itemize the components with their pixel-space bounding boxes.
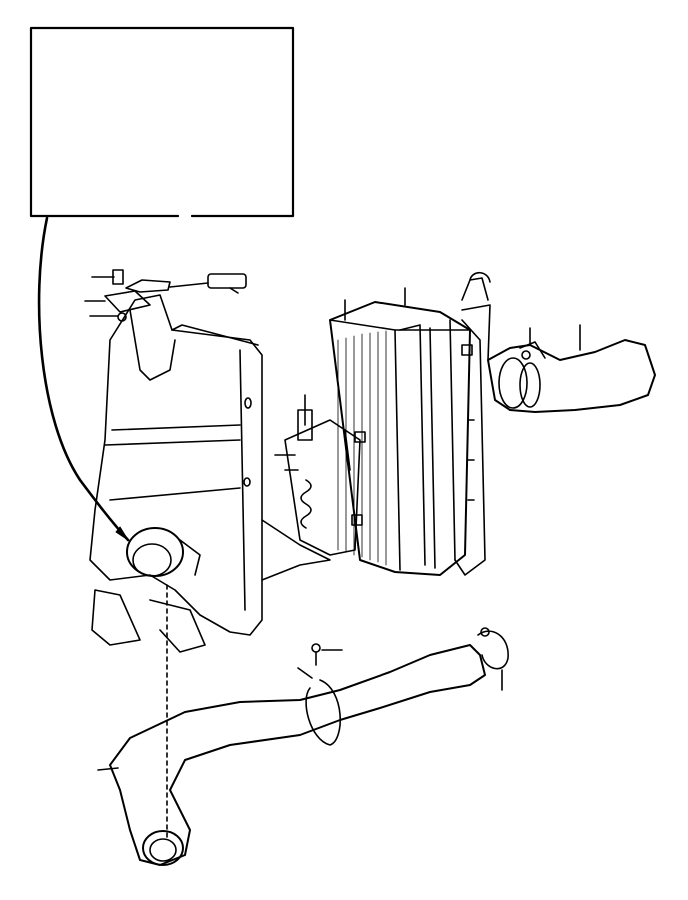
intake-duct-lower	[97, 584, 486, 866]
intake-hose-upper	[487, 324, 656, 413]
inset-detail-box	[29, 26, 295, 218]
air-filter-element	[329, 287, 471, 576]
mounting-bracket	[274, 394, 366, 556]
filter-pleats	[337, 330, 387, 566]
top-fasteners	[84, 269, 247, 322]
air-cleaner-housing	[89, 294, 331, 653]
inset-leader-arrowhead	[115, 526, 129, 541]
hose-clamps	[297, 627, 509, 746]
air-cleaner-cover	[454, 271, 491, 576]
inset-leader-line	[37, 216, 130, 542]
